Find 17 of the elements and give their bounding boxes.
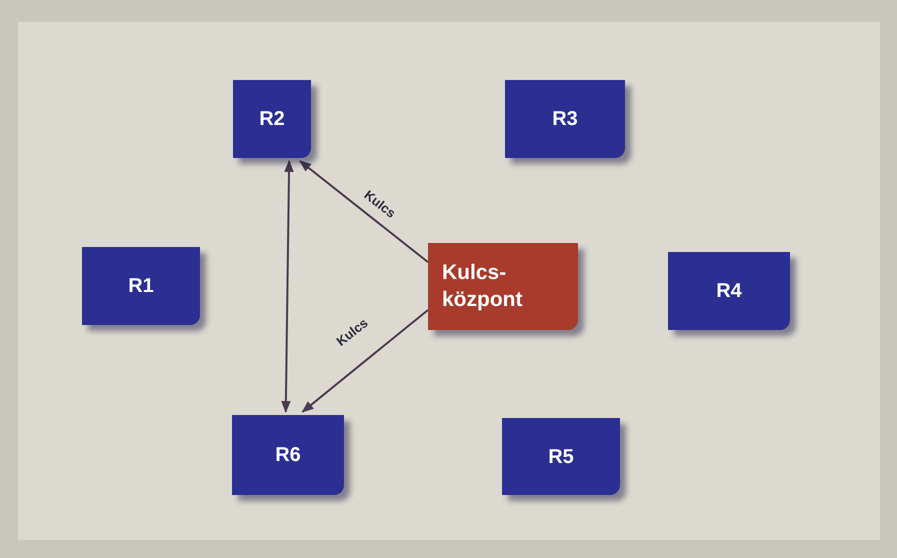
node-label: R5: [548, 444, 574, 470]
key-center-box: [428, 243, 578, 330]
router-box: [233, 80, 311, 158]
router-box: [505, 80, 625, 158]
arrow: [302, 309, 429, 413]
router-box: [82, 247, 200, 325]
node-label: Kulcs- központ: [442, 260, 524, 312]
router-box: [502, 418, 620, 495]
node-label: R2: [259, 107, 285, 132]
node-label: R3: [552, 107, 578, 132]
arrow: [299, 160, 429, 263]
router-box: [668, 252, 790, 330]
node-label: R6: [275, 443, 301, 468]
arrow: [281, 160, 294, 413]
node-label: R4: [716, 279, 742, 304]
node-label: R1: [128, 274, 154, 299]
router-box: [232, 415, 344, 495]
